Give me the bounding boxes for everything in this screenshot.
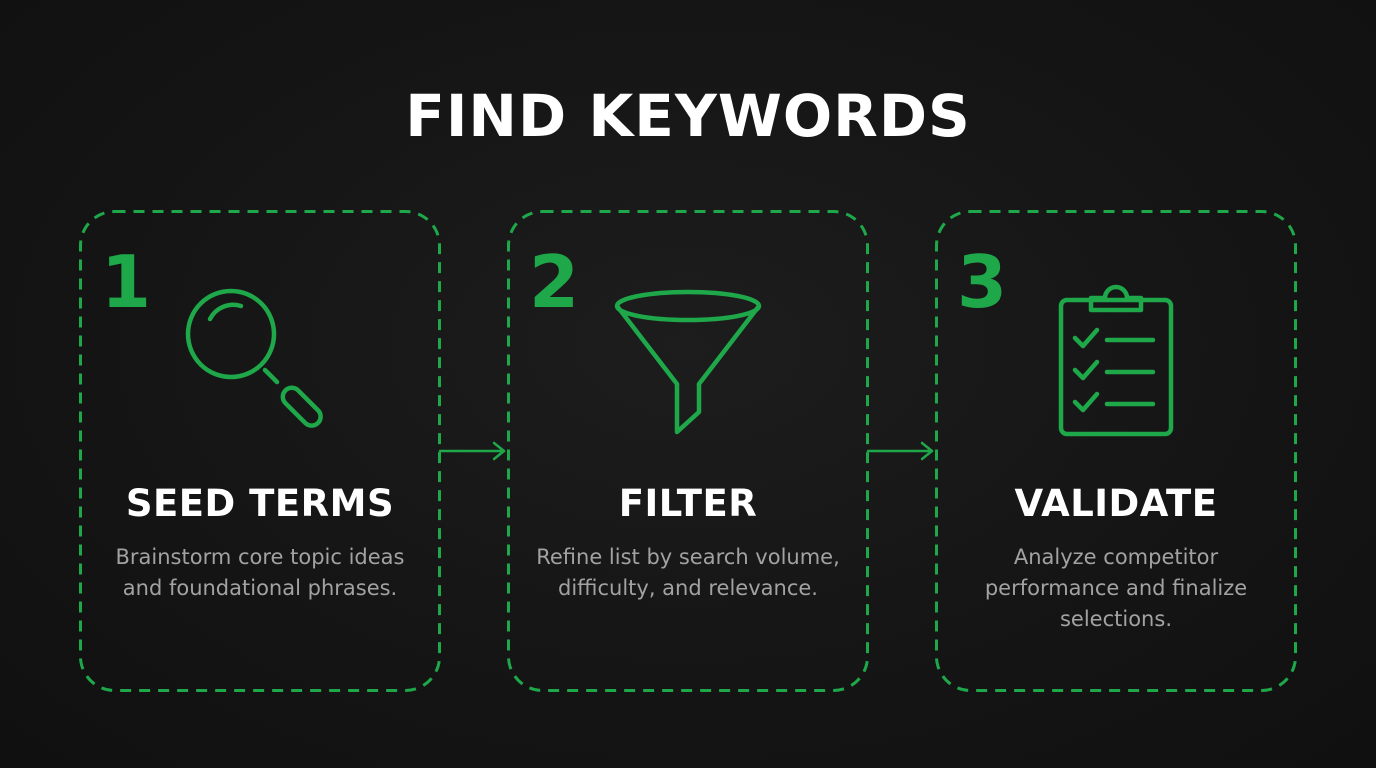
step-title: FILTER [618,482,758,525]
step-card-seed-terms: 1 SEED TERMS Brainstorm core topic ideas… [79,210,441,692]
dashed-card-border [507,210,869,692]
step-title: VALIDATE [1014,482,1218,525]
page-title: FIND KEYWORDS [405,82,971,150]
dashed-card-border [935,210,1297,692]
step-description: Brainstorm core topic ideas and foundati… [115,545,405,600]
dashed-card-border [79,210,441,692]
step-card-filter: 2 FILTER Refine list by search volume, d… [507,210,869,692]
clipboard-checklist-icon [1058,284,1174,437]
arrow-right-icon [866,441,934,461]
step-number: 3 [957,240,1008,324]
funnel-icon [614,289,762,435]
step-title: SEED TERMS [125,482,395,525]
magnifying-glass-icon [185,288,323,428]
step-card-validate: 3 VALIDATE Analyze competitor performanc… [935,210,1297,692]
step-number: 2 [529,240,580,324]
step-number: 1 [101,240,152,324]
arrow-right-icon [438,441,506,461]
step-description: Refine list by search volume, difficulty… [536,545,840,600]
step-description: Analyze competitor performance and final… [984,545,1248,631]
